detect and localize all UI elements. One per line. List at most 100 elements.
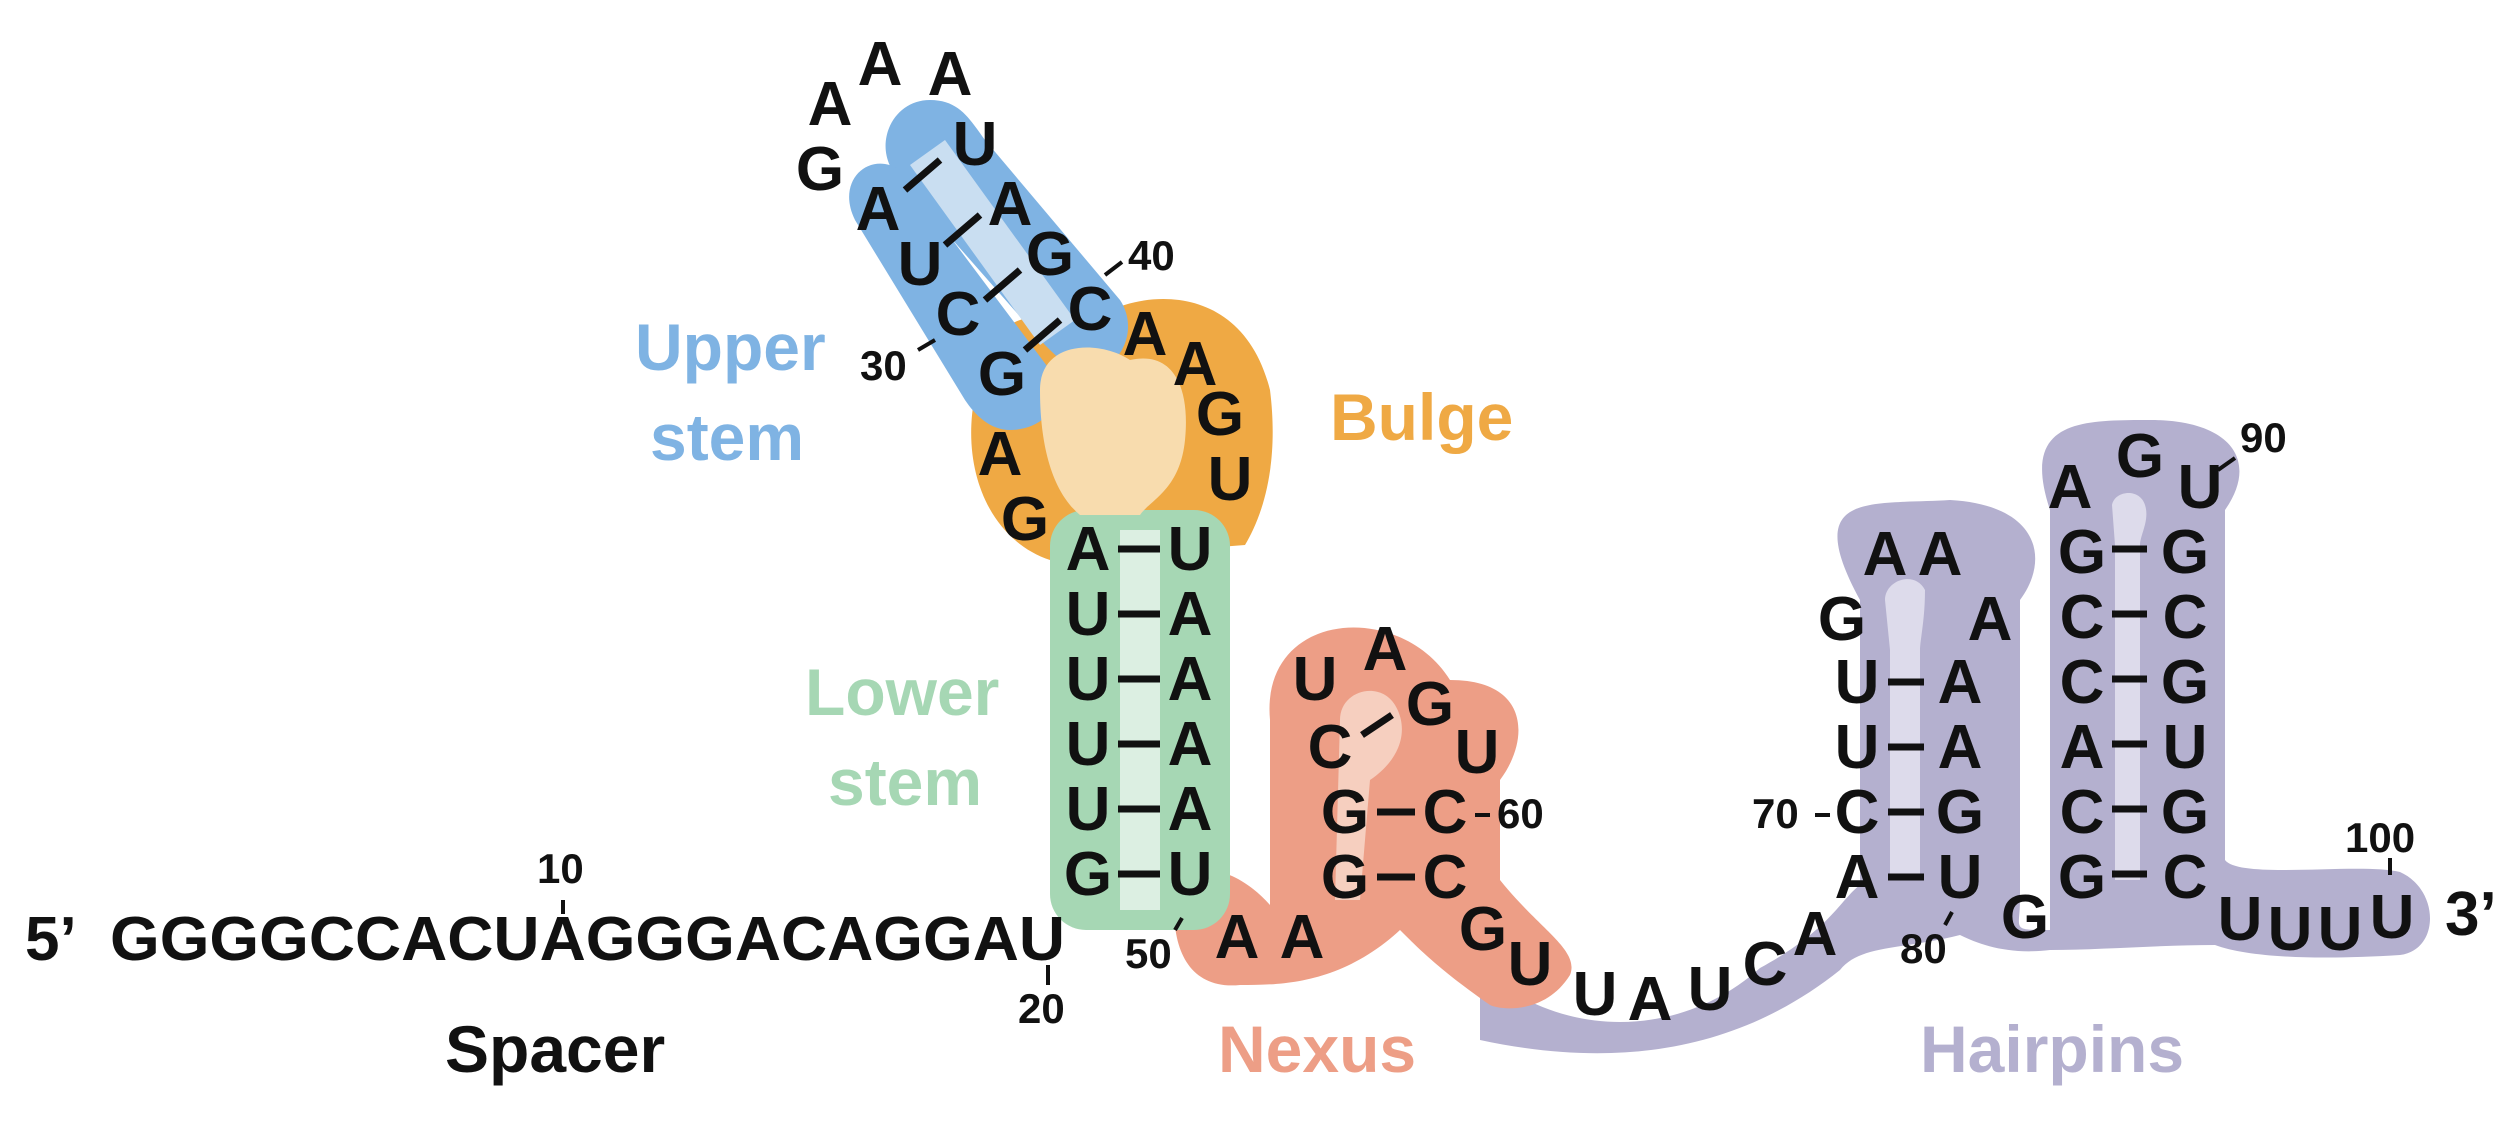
hairpins-label: Hairpins xyxy=(1920,1012,2184,1086)
nt-nexus-right-c2: C xyxy=(1423,843,1468,912)
nt-hp-linker-g: G xyxy=(2001,883,2049,952)
nt-hp2-left-6: G xyxy=(2058,518,2106,587)
nt-bulge-left-a: A xyxy=(978,420,1023,489)
nt-us-left-c: C xyxy=(936,280,981,349)
three-prime-end: 3’ xyxy=(2445,880,2497,949)
nt-hp2-right-2: C xyxy=(2163,583,2208,652)
region-labels: Upper stem Bulge Lower stem Nexus Hairpi… xyxy=(445,310,2184,1086)
hairpin1-channel xyxy=(1885,579,1925,880)
nt-loop-a3: A xyxy=(928,40,973,109)
bulge-inner xyxy=(1040,347,1186,515)
nt-ls-left-3: U xyxy=(1066,645,1111,714)
upper-stem-label-line2: stem xyxy=(650,400,804,474)
nt-hp1-right-a1: A xyxy=(1938,648,1983,717)
bulge-label: Bulge xyxy=(1330,380,1513,454)
nt-linker-a1: A xyxy=(1215,903,1260,972)
spacer-label: Spacer xyxy=(445,1012,665,1086)
nt-hp1-loop-a2: A xyxy=(1918,520,1963,589)
nt-link2-u1: U xyxy=(1573,960,1618,1029)
nexus-region xyxy=(1174,627,1572,1009)
nt-hp1-right-a2: A xyxy=(1938,713,1983,782)
nt-us-right-g: G xyxy=(1026,220,1074,289)
nt-nexus-right-c1: C xyxy=(1423,778,1468,847)
spacer: 5’ GGGGCCACUAGGGACAGGAU xyxy=(25,900,1065,985)
nt-loop-a2: A xyxy=(858,30,903,99)
nt-ls-right-4: A xyxy=(1168,710,1213,779)
num-80: 80 xyxy=(1900,925,1947,972)
nt-loop-a1: A xyxy=(808,70,853,139)
nt-nexus-loop-u2: U xyxy=(1455,718,1500,787)
nt-bulge-left-g: G xyxy=(1001,485,1049,554)
nt-hp2-left-5: C xyxy=(2060,583,2105,652)
nt-hp1-left-c: C xyxy=(1835,778,1880,847)
nt-hp2-loop-u: U xyxy=(2178,453,2223,522)
nt-ls-right-5: A xyxy=(1168,775,1213,844)
nt-hp1-left-u1: U xyxy=(1835,713,1880,782)
nt-hp1-loop-g: G xyxy=(1818,585,1866,654)
nt-hp1-left-a: A xyxy=(1835,843,1880,912)
nt-hp2-left-2: C xyxy=(2060,778,2105,847)
nt-hp1-loop-a3: A xyxy=(1968,585,2013,654)
lower-stem-channel xyxy=(1120,530,1160,910)
num-30: 30 xyxy=(860,342,907,389)
lower-stem-label-line1: Lower xyxy=(805,655,999,729)
nt-hp2-left-1: G xyxy=(2058,843,2106,912)
nt-nexus-loop-g: G xyxy=(1406,670,1454,739)
nt-bulge-right-g: G xyxy=(1196,380,1244,449)
nt-ls-right-3: A xyxy=(1168,645,1213,714)
nt-nexus-left-c: C xyxy=(1308,713,1353,782)
nt-ls-right-1: U xyxy=(1168,515,1213,584)
num-70: 70 xyxy=(1752,790,1799,837)
nt-linker-a2: A xyxy=(1280,903,1325,972)
nt-tail-u3: U xyxy=(2318,895,2363,964)
nt-us-left-a: A xyxy=(856,175,901,244)
nexus-channel xyxy=(1335,690,1402,900)
num-60: 60 xyxy=(1497,790,1544,837)
region-backgrounds xyxy=(849,100,2430,1054)
nt-ls-left-6: G xyxy=(1064,840,1112,909)
nt-nexus-loop-a: A xyxy=(1363,615,1408,684)
nt-hp2-right-4: U xyxy=(2163,713,2208,782)
nt-bulge-right-a1: A xyxy=(1123,300,1168,369)
nt-ls-left-4: U xyxy=(1066,710,1111,779)
nt-link2-u2: U xyxy=(1688,955,1733,1024)
nt-tail-u4: U xyxy=(2370,883,2415,952)
nt-ls-right-6: U xyxy=(1168,840,1213,909)
nt-nexus-loop-u1: U xyxy=(1293,645,1338,714)
num-100: 100 xyxy=(2345,814,2415,861)
nt-link2-a: A xyxy=(1628,965,1673,1034)
five-prime-end: 5’ xyxy=(25,905,77,974)
nt-nexus-right-g: G xyxy=(1459,895,1507,964)
nt-hp2-left-4: C xyxy=(2060,648,2105,717)
nucleotides: G A A A G C U A U A G C A G A A G U A U … xyxy=(796,30,2415,1034)
nt-hp1-left-u2: U xyxy=(1835,648,1880,717)
nexus-label: Nexus xyxy=(1218,1012,1416,1086)
num-90: 90 xyxy=(2240,414,2287,461)
nt-hp2-left-3: A xyxy=(2060,713,2105,782)
nt-link2-c: C xyxy=(1743,930,1788,999)
nt-tail-u2: U xyxy=(2268,895,2313,964)
nt-hp2-right-3: G xyxy=(2161,648,2209,717)
nt-us-left-g: G xyxy=(978,340,1026,409)
nt-nexus-left-g2: G xyxy=(1321,778,1369,847)
nt-ls-right-2: A xyxy=(1168,580,1213,649)
nt-link2-a2: A xyxy=(1793,900,1838,969)
num-10: 10 xyxy=(537,845,584,892)
nt-ls-left-5: U xyxy=(1066,775,1111,844)
upper-stem-label-line1: Upper xyxy=(635,310,826,384)
nt-hp1-loop-a1: A xyxy=(1863,520,1908,589)
nt-hp2-right-1: G xyxy=(2161,518,2209,587)
nt-ls-left-1: A xyxy=(1066,515,1111,584)
nt-nexus-left-g1: G xyxy=(1321,843,1369,912)
num-40: 40 xyxy=(1128,232,1175,279)
hairpin2-channel xyxy=(2112,492,2147,880)
nt-bulge-right-u: U xyxy=(1208,445,1253,514)
position-numbers: 10 20 30 40 50 60 70 80 90 100 xyxy=(537,232,2415,1032)
num-20: 20 xyxy=(1018,985,1065,1032)
nt-hp2-right-5: G xyxy=(2161,778,2209,847)
nt-hp2-loop-a: A xyxy=(2048,453,2093,522)
spacer-sequence: GGGGCCACUAGGGACAGGAU xyxy=(110,905,1065,974)
nt-hp2-loop-g: G xyxy=(2116,422,2164,491)
hairpins-region xyxy=(1480,420,2430,1054)
